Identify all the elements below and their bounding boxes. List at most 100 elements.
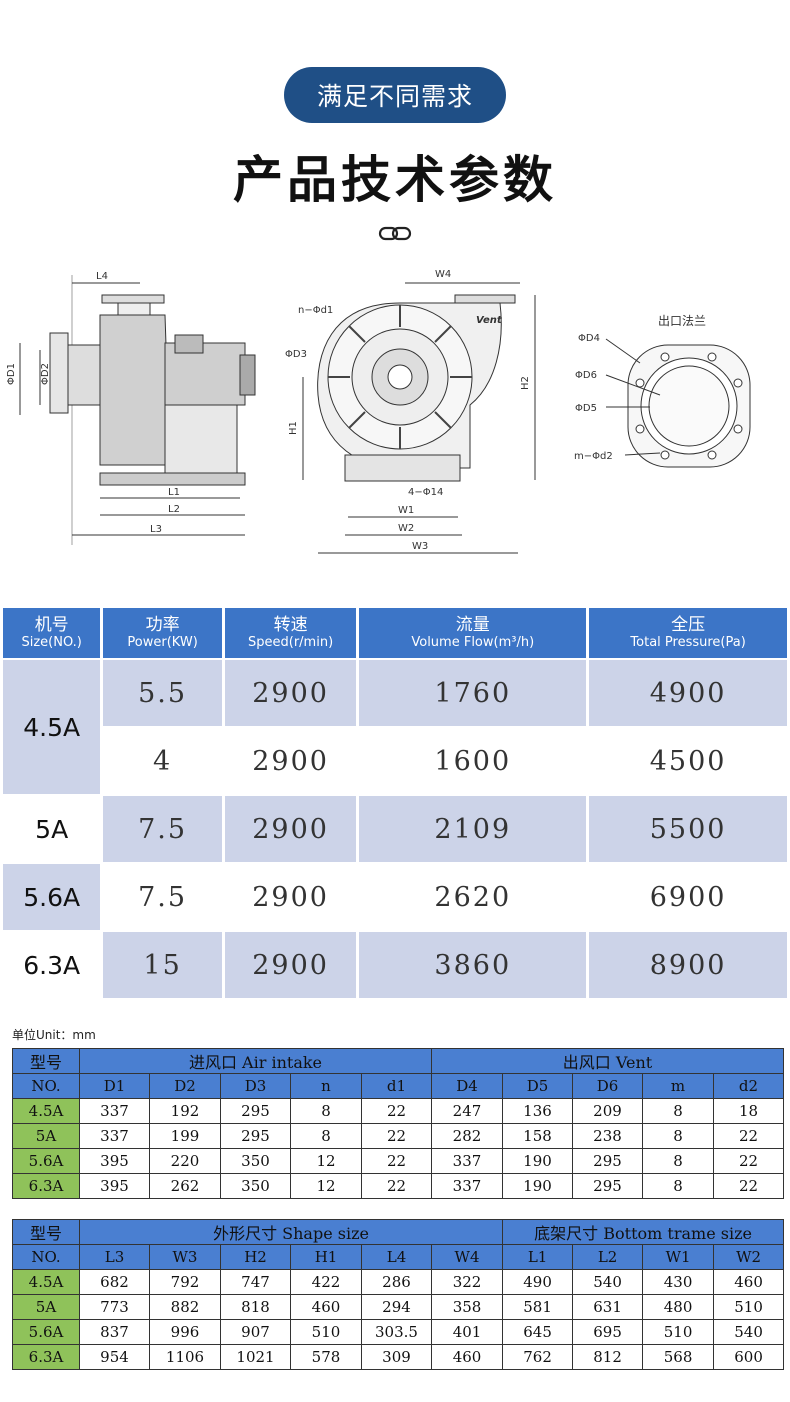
value-cell: 22 <box>361 1148 432 1174</box>
frame-group-header: 底架尺寸 Bottom trame size <box>502 1219 785 1245</box>
value-cell: 158 <box>502 1123 573 1149</box>
value-cell: 395 <box>79 1173 150 1199</box>
table-row: 6.3A 15 2900 3860 8900 <box>3 932 787 998</box>
spec-flow-cell: 2620 <box>359 864 587 930</box>
value-cell: 510 <box>713 1294 785 1320</box>
value-cell: 1021 <box>220 1344 291 1370</box>
spec-power-cell: 15 <box>103 932 222 998</box>
table-row: 5.6A 7.5 2900 2620 6900 <box>3 864 787 930</box>
value-cell: 818 <box>220 1294 291 1320</box>
col-header: D6 <box>572 1073 643 1099</box>
spec-speed-cell: 2900 <box>224 796 357 862</box>
spec-pressure-cell: 6900 <box>589 864 787 930</box>
value-cell: 295 <box>572 1173 643 1199</box>
value-cell: 600 <box>713 1344 785 1370</box>
value-cell: 22 <box>361 1098 432 1124</box>
col-header: W3 <box>149 1244 221 1270</box>
value-cell: 337 <box>431 1148 503 1174</box>
label-h2: H2 <box>520 376 531 390</box>
spec-flow-cell: 3860 <box>359 932 587 998</box>
table-row: 4.5A 5.5 2900 1760 4900 <box>3 660 787 794</box>
value-cell: 540 <box>713 1319 785 1345</box>
value-cell: 882 <box>149 1294 221 1320</box>
spec-size-cell: 4.5A <box>3 660 101 794</box>
value-cell: 337 <box>431 1173 503 1199</box>
flange-title: 出口法兰 <box>658 314 706 328</box>
value-cell: 199 <box>149 1123 221 1149</box>
value-cell: 8 <box>642 1173 714 1199</box>
value-cell: 337 <box>79 1098 150 1124</box>
col-header: d2 <box>713 1073 784 1099</box>
spec-speed-cell: 2900 <box>224 660 357 726</box>
value-cell: 209 <box>572 1098 643 1124</box>
col-header: H2 <box>220 1244 291 1270</box>
col-header: NO. <box>12 1244 80 1270</box>
value-cell: 581 <box>502 1294 574 1320</box>
value-cell: 812 <box>572 1344 644 1370</box>
model-cell: 5A <box>12 1123 80 1149</box>
value-cell: 837 <box>79 1319 150 1345</box>
shape-columns-row: NO. L3 W3 H2 H1 L4 W4 L1 L2 W1 W2 <box>12 1244 785 1270</box>
value-cell: 460 <box>713 1269 785 1295</box>
value-cell: 136 <box>502 1098 573 1124</box>
value-cell: 568 <box>642 1344 715 1370</box>
col-header: D3 <box>220 1073 291 1099</box>
model-cell: 5.6A <box>12 1319 80 1345</box>
col-header: L4 <box>361 1244 432 1270</box>
col-header: D1 <box>79 1073 150 1099</box>
label-w2: W2 <box>398 523 414 534</box>
col-header: D5 <box>502 1073 573 1099</box>
spec-flow-cell: 1600 <box>359 728 587 794</box>
spec-speed-cell: 2900 <box>224 864 357 930</box>
model-cell: 6.3A <box>12 1344 80 1370</box>
section-pill: 满足不同需求 <box>284 67 506 123</box>
col-header: H1 <box>290 1244 362 1270</box>
spec-power-cell: 7.5 <box>103 864 222 930</box>
label-m-d2: m−Φd2 <box>574 451 613 462</box>
value-cell: 220 <box>149 1148 221 1174</box>
value-cell: 12 <box>290 1173 362 1199</box>
value-cell: 247 <box>431 1098 503 1124</box>
value-cell: 22 <box>713 1148 784 1174</box>
value-cell: 996 <box>149 1319 221 1345</box>
unit-note: 单位Unit：mm <box>12 1028 96 1042</box>
value-cell: 631 <box>572 1294 644 1320</box>
page-title: 产品技术参数 <box>233 151 557 209</box>
value-cell: 190 <box>502 1148 573 1174</box>
label-d1: ΦD1 <box>6 363 17 385</box>
value-cell: 322 <box>430 1269 504 1295</box>
spec-flow-cell: 2109 <box>359 796 587 862</box>
value-cell: 12 <box>290 1148 362 1174</box>
spec-size-cell: 5.6A <box>3 864 101 930</box>
value-cell: 460 <box>290 1294 362 1320</box>
label-d2: ΦD2 <box>40 363 51 385</box>
value-cell: 295 <box>220 1098 291 1124</box>
col-header: W2 <box>713 1244 785 1270</box>
label-w3: W3 <box>412 541 428 552</box>
spec-power-cell: 5.5 <box>103 660 222 726</box>
col-header: d1 <box>361 1073 432 1099</box>
value-cell: 8 <box>642 1148 714 1174</box>
value-cell: 773 <box>79 1294 150 1320</box>
value-cell: 395 <box>79 1148 150 1174</box>
vent-group-header: 出风口 Vent <box>431 1048 784 1074</box>
col-header: W1 <box>642 1244 715 1270</box>
label-l4: L4 <box>96 271 108 282</box>
model-cell: 5A <box>12 1294 80 1320</box>
value-cell: 294 <box>361 1294 432 1320</box>
value-cell: 792 <box>149 1269 221 1295</box>
label-d5: ΦD5 <box>575 403 597 414</box>
value-cell: 238 <box>572 1123 643 1149</box>
value-cell: 22 <box>713 1173 784 1199</box>
